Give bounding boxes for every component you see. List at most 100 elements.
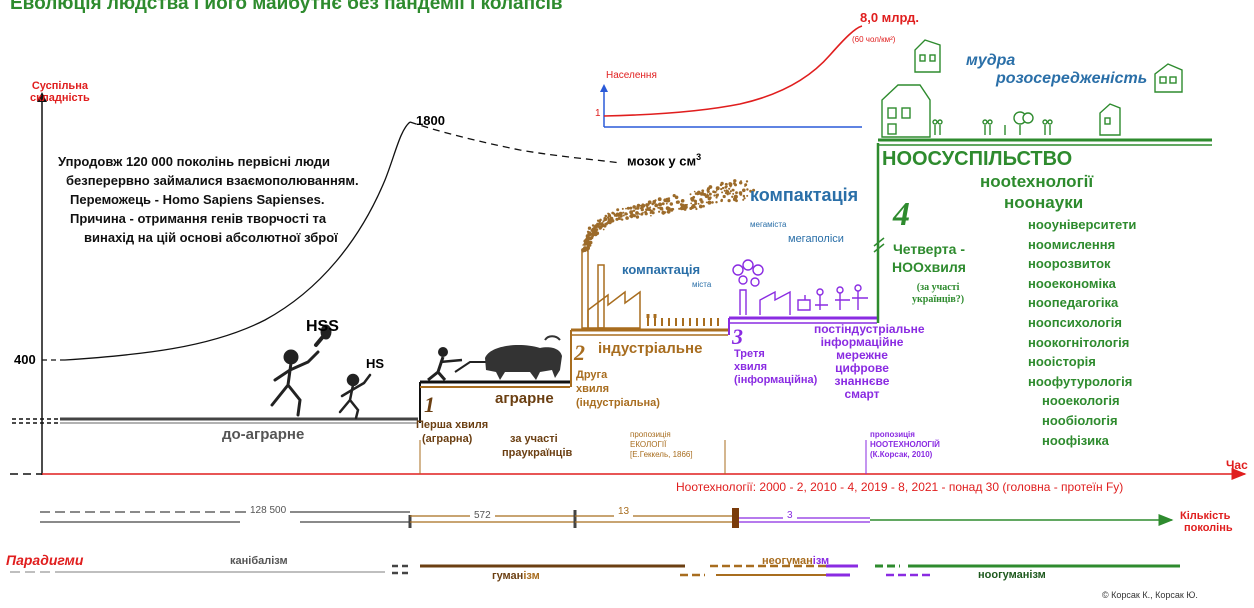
smoke-particle — [616, 208, 620, 212]
smoke-particle — [632, 205, 636, 209]
smoke-particle — [586, 249, 589, 252]
smoke-particle — [701, 189, 705, 193]
smoke-particle — [622, 211, 625, 214]
wave-1-label: Перша хвиля (аграрна) — [416, 418, 488, 446]
smoke-particle — [684, 205, 688, 210]
smoke-particle — [731, 188, 735, 192]
smoke-particle — [644, 212, 648, 216]
brain-size-label-text: мозок у см — [627, 153, 697, 169]
smoke-particle — [746, 194, 749, 197]
wave-2-line: хвиля — [576, 383, 610, 395]
smoke-particle — [629, 206, 633, 210]
smoke-particle — [625, 216, 629, 220]
societal-steps — [12, 138, 1212, 424]
brain-peak-value: 1800 — [416, 113, 445, 128]
smoke-particle — [650, 214, 652, 217]
smoke-particle — [587, 226, 592, 230]
smoke-particle — [720, 188, 723, 191]
smoke-particle — [694, 202, 698, 205]
wave-4-number: 4 — [893, 196, 910, 233]
smoke-particle — [695, 207, 698, 211]
smoke-particle — [625, 207, 627, 210]
page-title: Еволюція людства і його майбутнє без пан… — [10, 0, 563, 14]
smoke-particle — [707, 196, 712, 201]
smoke-particle — [591, 228, 595, 233]
brain-curve-dashed — [409, 121, 621, 164]
smoke-particle — [727, 199, 731, 203]
population-end: 8,0 млрд. — [860, 10, 920, 25]
smoke-particle — [667, 197, 671, 200]
noo-list-item: нooмислення — [1028, 236, 1116, 252]
smoke-particle — [635, 211, 639, 215]
stage-postindustrial-line: цифрове — [835, 361, 889, 375]
noo-society-title: НООСУСПІЛЬСТВО — [882, 148, 1073, 170]
paradigm-humanism: гуманізм — [492, 570, 540, 582]
smoke-particle — [675, 200, 680, 204]
smoke-particle — [608, 213, 611, 216]
compaction-cities-label: компактація — [622, 262, 701, 277]
smoke-particle — [697, 191, 702, 195]
paradigm-cannibalism: канібалізм — [230, 555, 288, 567]
smoke-particle — [586, 246, 590, 251]
smoke-particle — [641, 203, 645, 207]
smoke-particle — [715, 201, 718, 204]
stage-postindustrial-line: інформаційне — [820, 335, 904, 349]
wave-1-note-line: праукраїнців — [502, 447, 573, 459]
smoke-particle — [728, 192, 731, 195]
smoke-particle — [693, 190, 696, 193]
smoke-particle — [715, 193, 719, 197]
paradigm-neohumanism: неогуманізм — [762, 555, 829, 567]
smoke-particle — [712, 190, 715, 193]
hss-label: HSS — [306, 318, 339, 335]
smoke-particle — [669, 202, 673, 206]
smoke-particle — [724, 185, 728, 189]
wave-4-label: Четверта - НООхвиля — [892, 240, 966, 276]
noo-list-item: нooекономіка — [1028, 275, 1116, 291]
smoke-particle — [629, 210, 633, 215]
smoke-particle — [715, 196, 718, 199]
smoke-particle — [607, 220, 611, 225]
wave-3-line: хвиля — [734, 361, 768, 373]
wave-1-line: Перша хвиля — [416, 419, 489, 431]
wave-2-line: Друга — [576, 369, 608, 381]
smoke-particle — [728, 187, 731, 190]
smoke-particle — [739, 193, 743, 196]
smoke-particle — [705, 201, 708, 204]
generations-572: 572 — [470, 510, 495, 521]
stage-postindustrial-line: знаннєве — [834, 374, 890, 388]
brain-start-value: 400 — [14, 352, 36, 367]
smoke-particle — [632, 209, 636, 212]
wave-3-label: Третя хвиля (інформаційна) — [734, 348, 817, 387]
smoke-particle — [680, 203, 685, 208]
noo-list-item: нooекологія — [1042, 393, 1120, 409]
smoke-particle — [707, 194, 710, 197]
smoke-particle — [583, 246, 586, 249]
smoke-particle — [636, 205, 640, 209]
smoke-particle — [742, 198, 745, 201]
smoke-particle — [722, 194, 726, 199]
population-label: Населення — [606, 70, 657, 81]
smoke-particle — [604, 222, 607, 225]
smoke-particle — [667, 200, 670, 203]
compaction-megacities: мегаміста — [750, 220, 787, 229]
stage-agrarian: аграрне — [495, 390, 554, 407]
smoke-particle — [607, 218, 610, 221]
stage-postindustrial-line: смарт — [844, 387, 880, 401]
intro-line: винахід на цій основі абсолютної зброї — [84, 230, 338, 245]
compaction-mega-label: компактація — [750, 185, 859, 205]
brain-size-label: мозок у см3 — [627, 152, 701, 168]
noo-science-title: ноонауки — [1004, 193, 1084, 212]
smoke-particle — [702, 204, 705, 208]
smoke-particle — [739, 181, 743, 185]
smoke-particle — [626, 206, 630, 210]
smoke-particle — [614, 213, 619, 217]
generations-3: 3 — [783, 510, 797, 521]
generations-label-line: поколінь — [1184, 522, 1233, 534]
wave-2-label: Друга хвиля (індустріальна) — [576, 368, 660, 410]
smoke-particle — [641, 207, 644, 210]
smoke-particle — [680, 200, 684, 203]
smoke-particle — [745, 180, 749, 183]
smoke-particle — [742, 188, 746, 193]
